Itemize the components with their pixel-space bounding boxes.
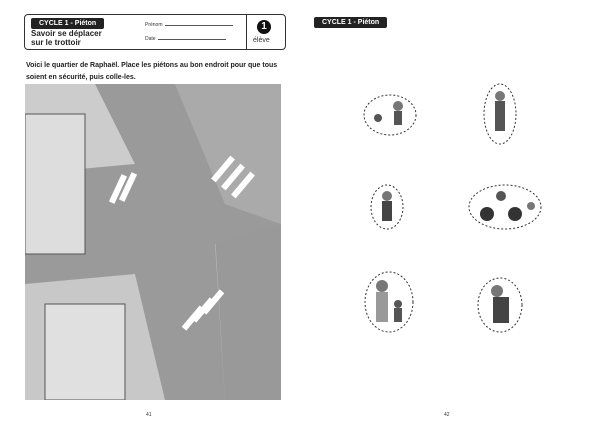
page-number-left: 41 bbox=[146, 412, 152, 418]
prenom-field[interactable]: Prénom bbox=[145, 22, 233, 28]
pedestrian-sticker[interactable] bbox=[480, 82, 520, 147]
motorcycle-sticker[interactable] bbox=[465, 182, 545, 232]
pedestrian-sticker[interactable] bbox=[367, 182, 407, 232]
prenom-label: Prénom bbox=[145, 22, 163, 28]
date-label: Date bbox=[145, 36, 156, 42]
pedestrian-sticker[interactable] bbox=[362, 270, 417, 335]
neighborhood-illustration bbox=[25, 84, 281, 400]
sheet-number: 1 bbox=[257, 20, 271, 34]
pedestrian-sticker[interactable] bbox=[360, 90, 420, 140]
cycle-badge-right: CYCLE 1 - Piéton bbox=[314, 17, 388, 28]
instruction-text: Voici le quartier de Raphaël. Place les … bbox=[26, 62, 278, 81]
pedestrian-sticker[interactable] bbox=[475, 275, 525, 335]
subtitle-line-1: Savoir se déplacer bbox=[31, 29, 102, 38]
level-label: élève bbox=[253, 37, 270, 44]
date-field[interactable]: Date bbox=[145, 36, 226, 42]
divider bbox=[246, 15, 247, 49]
cycle-badge: CYCLE 1 - Piéton bbox=[31, 18, 105, 29]
page-number-right: 42 bbox=[444, 412, 450, 418]
subtitle-line-2: sur le trottoir bbox=[31, 38, 81, 47]
